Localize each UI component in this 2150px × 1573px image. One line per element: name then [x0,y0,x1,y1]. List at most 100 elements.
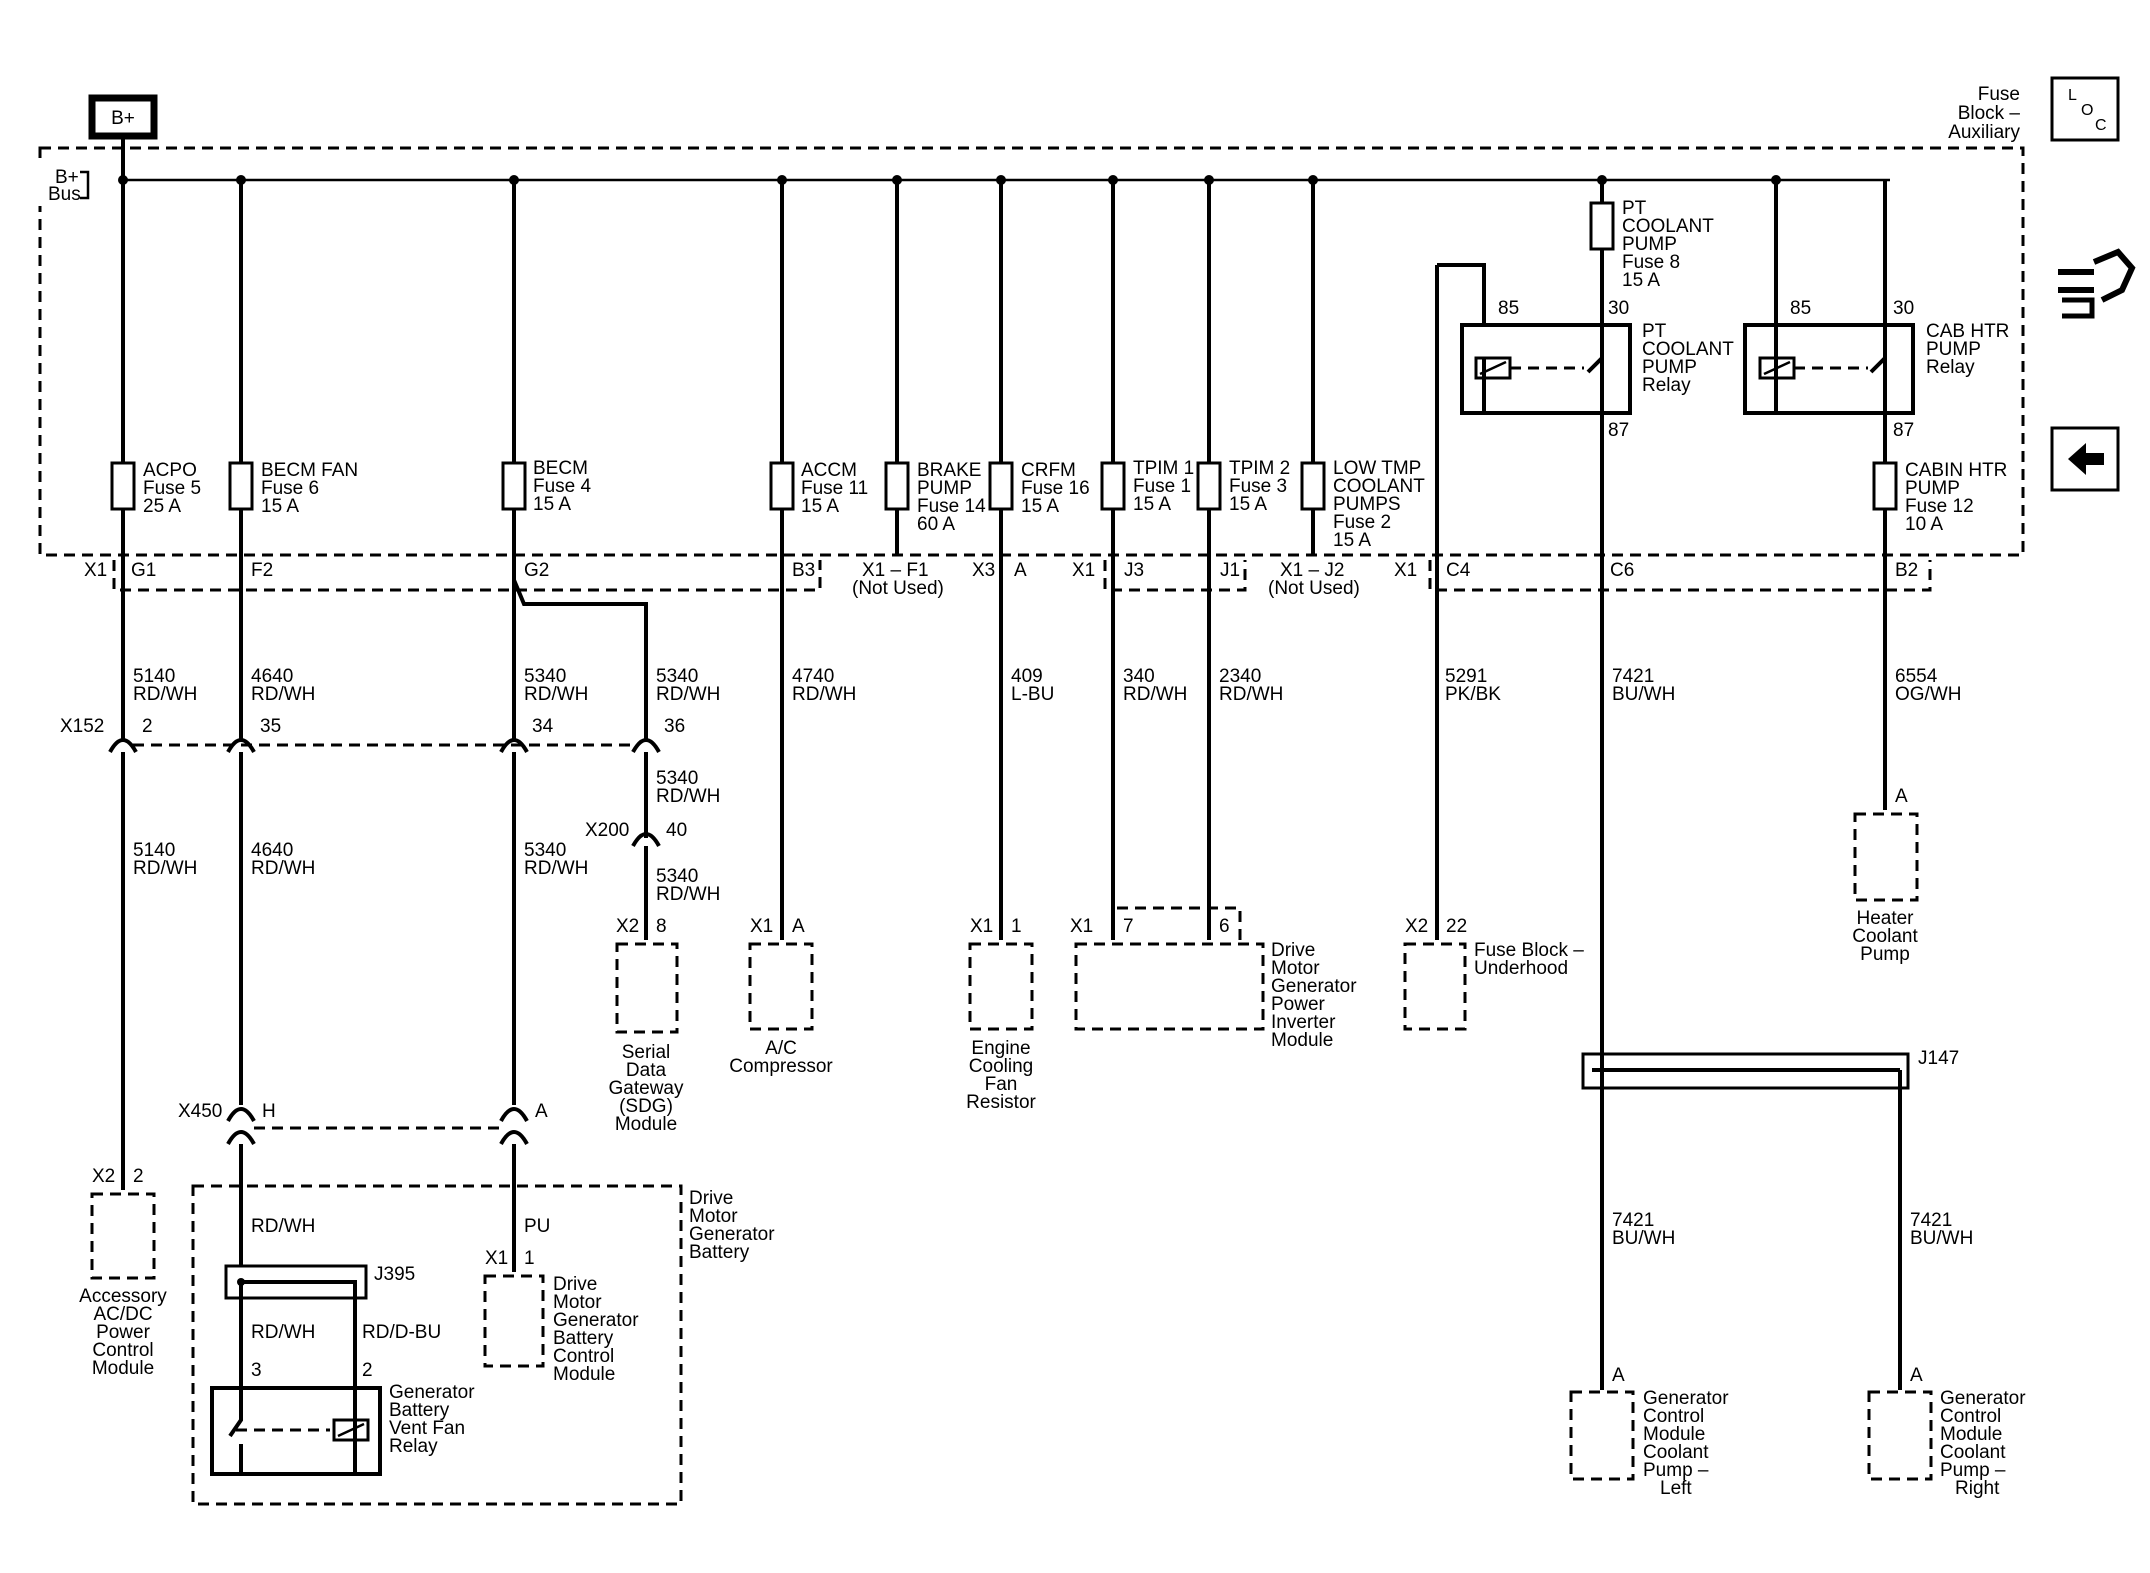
diagram-label: Coolant [1852,926,1918,947]
back-arrow-icon[interactable] [2050,426,2120,492]
coolant-pump-right: A Generator Control Module Coolant Pump … [1867,1365,2026,1499]
block-connectors: X1 G1 F2 G2 B3 X1 – F1 (Not Used) X3 A X… [84,560,1932,599]
diagram-label: A [1910,1365,1923,1386]
drive-motor-generator-battery: Drive Motor Generator Battery RD/WH PU J… [191,1144,775,1506]
fuse-label: 15 A [1229,494,1267,515]
diagram-label: O [2081,102,2093,119]
diagram-label: Generator [553,1310,639,1331]
connector-label: B2 [1895,560,1918,581]
diagram-label: Left [1660,1478,1692,1499]
diagram-label: Motor [553,1292,602,1313]
relay-pin: 87 [1608,420,1629,441]
diagram-label: 2 [142,716,153,737]
diagram-label: Generator [1643,1388,1729,1409]
diagram-label: X1 [485,1248,508,1269]
connector-label: X1 [84,560,107,581]
diagram-label: Serial [622,1042,671,1063]
fuse-cabin-htr [1872,461,1898,511]
diagram-label: Control [1940,1406,2001,1427]
coolant-pump-left: A Generator Control Module Coolant Pump … [1569,1365,1729,1499]
harness-connector-icon[interactable] [2058,248,2136,319]
connector-label: (Not Used) [852,578,944,599]
diagram-label: Right [1955,1478,2000,1499]
fuse-label: PUMPS [1333,494,1401,515]
diagram-label: 35 [260,716,281,737]
fuse-becm [501,461,527,511]
diagram-label: 409 [1011,666,1043,687]
bplus-box [88,94,158,140]
fuse-label: 25 A [143,496,181,517]
fuse-label: Fuse 3 [1229,476,1287,497]
connector-label: F2 [251,560,273,581]
bplus-label: B+ [111,108,135,129]
diagram-label: A [535,1101,548,1122]
fuse-label: PUMP [917,478,972,499]
fuse-tpim2 [1196,461,1222,511]
diagram-label: X1 [970,916,993,937]
relay-pin: 30 [1608,298,1629,319]
diagram-label: Engine [971,1038,1030,1059]
relay-pin: 30 [1893,298,1914,319]
ac-compressor: X1 A A/C Compressor [729,916,833,1077]
diagram-label: Battery [389,1400,450,1421]
fuse-label: COOLANT [1333,476,1425,497]
diagram-label: Motor [1271,958,1320,979]
diagram-label: 5340 [524,666,566,687]
diagram-label: Cooling [969,1056,1033,1077]
power-inverter-module: X1 7 6 Drive Motor Generator Power Inver… [1070,906,1357,1051]
diagram-label: 1 [524,1248,535,1269]
fuse-label: LOW TMP [1333,458,1421,479]
diagram-label: 4640 [251,840,293,861]
diagram-label: 5291 [1445,666,1487,687]
diagram-label: Motor [689,1206,738,1227]
diagram-label: Power [1271,994,1326,1015]
diagram-label: Generator [389,1382,475,1403]
fuse-label: Fuse 6 [261,478,319,499]
relay-pin: 85 [1790,298,1811,319]
bplus-bus-label: B+ [55,167,79,188]
diagram-label: RD/WH [656,684,720,705]
relay-label: PUMP [1926,339,1981,360]
diagram-label: 7 [1123,916,1134,937]
diagram-label: 2340 [1219,666,1261,687]
diagram-label: RD/WH [251,684,315,705]
diagram-label: X2 [1405,916,1428,937]
acpo-module: X2 2 Accessory AC/DC Power Control Modul… [79,1166,167,1379]
diagram-label: 5140 [133,666,175,687]
diagram-label: Generator [1271,976,1357,997]
diagram-label: 40 [666,820,687,841]
diagram-label: X450 [178,1101,222,1122]
fuse-label: 15 A [1133,494,1171,515]
diagram-label: Module [1271,1030,1333,1051]
diagram-label: J147 [1918,1048,1959,1069]
diagram-label: 5340 [656,666,698,687]
fuse-label: CRFM [1021,460,1076,481]
diagram-label: Drive [553,1274,597,1295]
diagram-label: Fuse Block – [1474,940,1584,961]
diagram-label: X200 [585,820,629,841]
fuse-tpim1 [1100,461,1126,511]
diagram-label: RD/WH [524,684,588,705]
diagram-label: Module [92,1358,154,1379]
diagram-label: RD/WH [1219,684,1283,705]
diagram-label: BU/WH [1612,1228,1675,1249]
diagram-label: 6554 [1895,666,1938,687]
diagram-label: Module [553,1364,615,1385]
loc-icon[interactable]: L O C [2050,76,2120,142]
diagram-label: Battery [689,1242,750,1263]
diagram-label: L [2068,87,2077,104]
j147-outputs: 7421 BU/WH 7421 BU/WH [1612,1210,1973,1249]
diagram-label: 4740 [792,666,834,687]
diagram-label: OG/WH [1895,684,1962,705]
connector-label: J1 [1220,560,1240,581]
diagram-label: 34 [532,716,554,737]
connector-label: X1 – F1 [862,560,929,581]
fuse-block-title-1: Fuse [1978,84,2020,105]
diagram-label: 36 [664,716,685,737]
fuse-label: 60 A [917,514,955,535]
diagram-label: AC/DC [93,1304,152,1325]
diagram-label: RD/D-BU [362,1322,441,1343]
diagram-label: 7421 [1612,1210,1654,1231]
diagram-label: 7421 [1612,666,1654,687]
